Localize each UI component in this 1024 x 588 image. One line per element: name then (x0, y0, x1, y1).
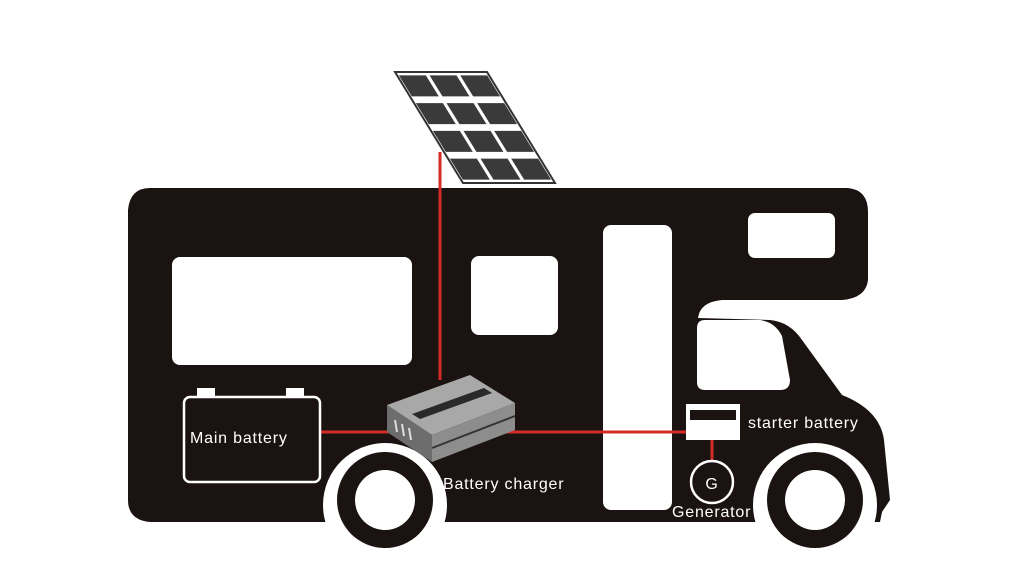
solar-cell (446, 103, 487, 125)
cab-window (697, 320, 790, 390)
overcab-window (748, 213, 835, 258)
solar-cell (398, 75, 439, 97)
front-wheel (767, 452, 863, 548)
middle-window (471, 256, 558, 335)
rear-wheel (337, 452, 433, 548)
solar-cell (432, 130, 473, 152)
solar-cell (429, 75, 470, 97)
starter-battery (686, 404, 740, 440)
solar-cell (463, 130, 504, 152)
generator-label: Generator (672, 504, 751, 521)
solar-cell (511, 158, 552, 180)
battery-charger-label: Battery charger (443, 476, 564, 493)
solar-cell (494, 130, 535, 152)
main-battery: Main battery (182, 388, 322, 484)
door (603, 225, 672, 510)
solar-cell (480, 158, 521, 180)
solar-cell (477, 103, 518, 125)
generator-symbol: G (705, 476, 718, 493)
solar-cell (449, 158, 490, 180)
main-window (172, 257, 412, 365)
wiring (320, 152, 714, 460)
starter-battery-label: starter battery (748, 415, 859, 432)
generator: G (689, 459, 735, 505)
solar-cell (415, 103, 456, 125)
main-battery-label: Main battery (190, 430, 288, 447)
battery-charger (387, 375, 516, 462)
solar-cell (460, 75, 501, 97)
solar-panel (393, 71, 557, 184)
